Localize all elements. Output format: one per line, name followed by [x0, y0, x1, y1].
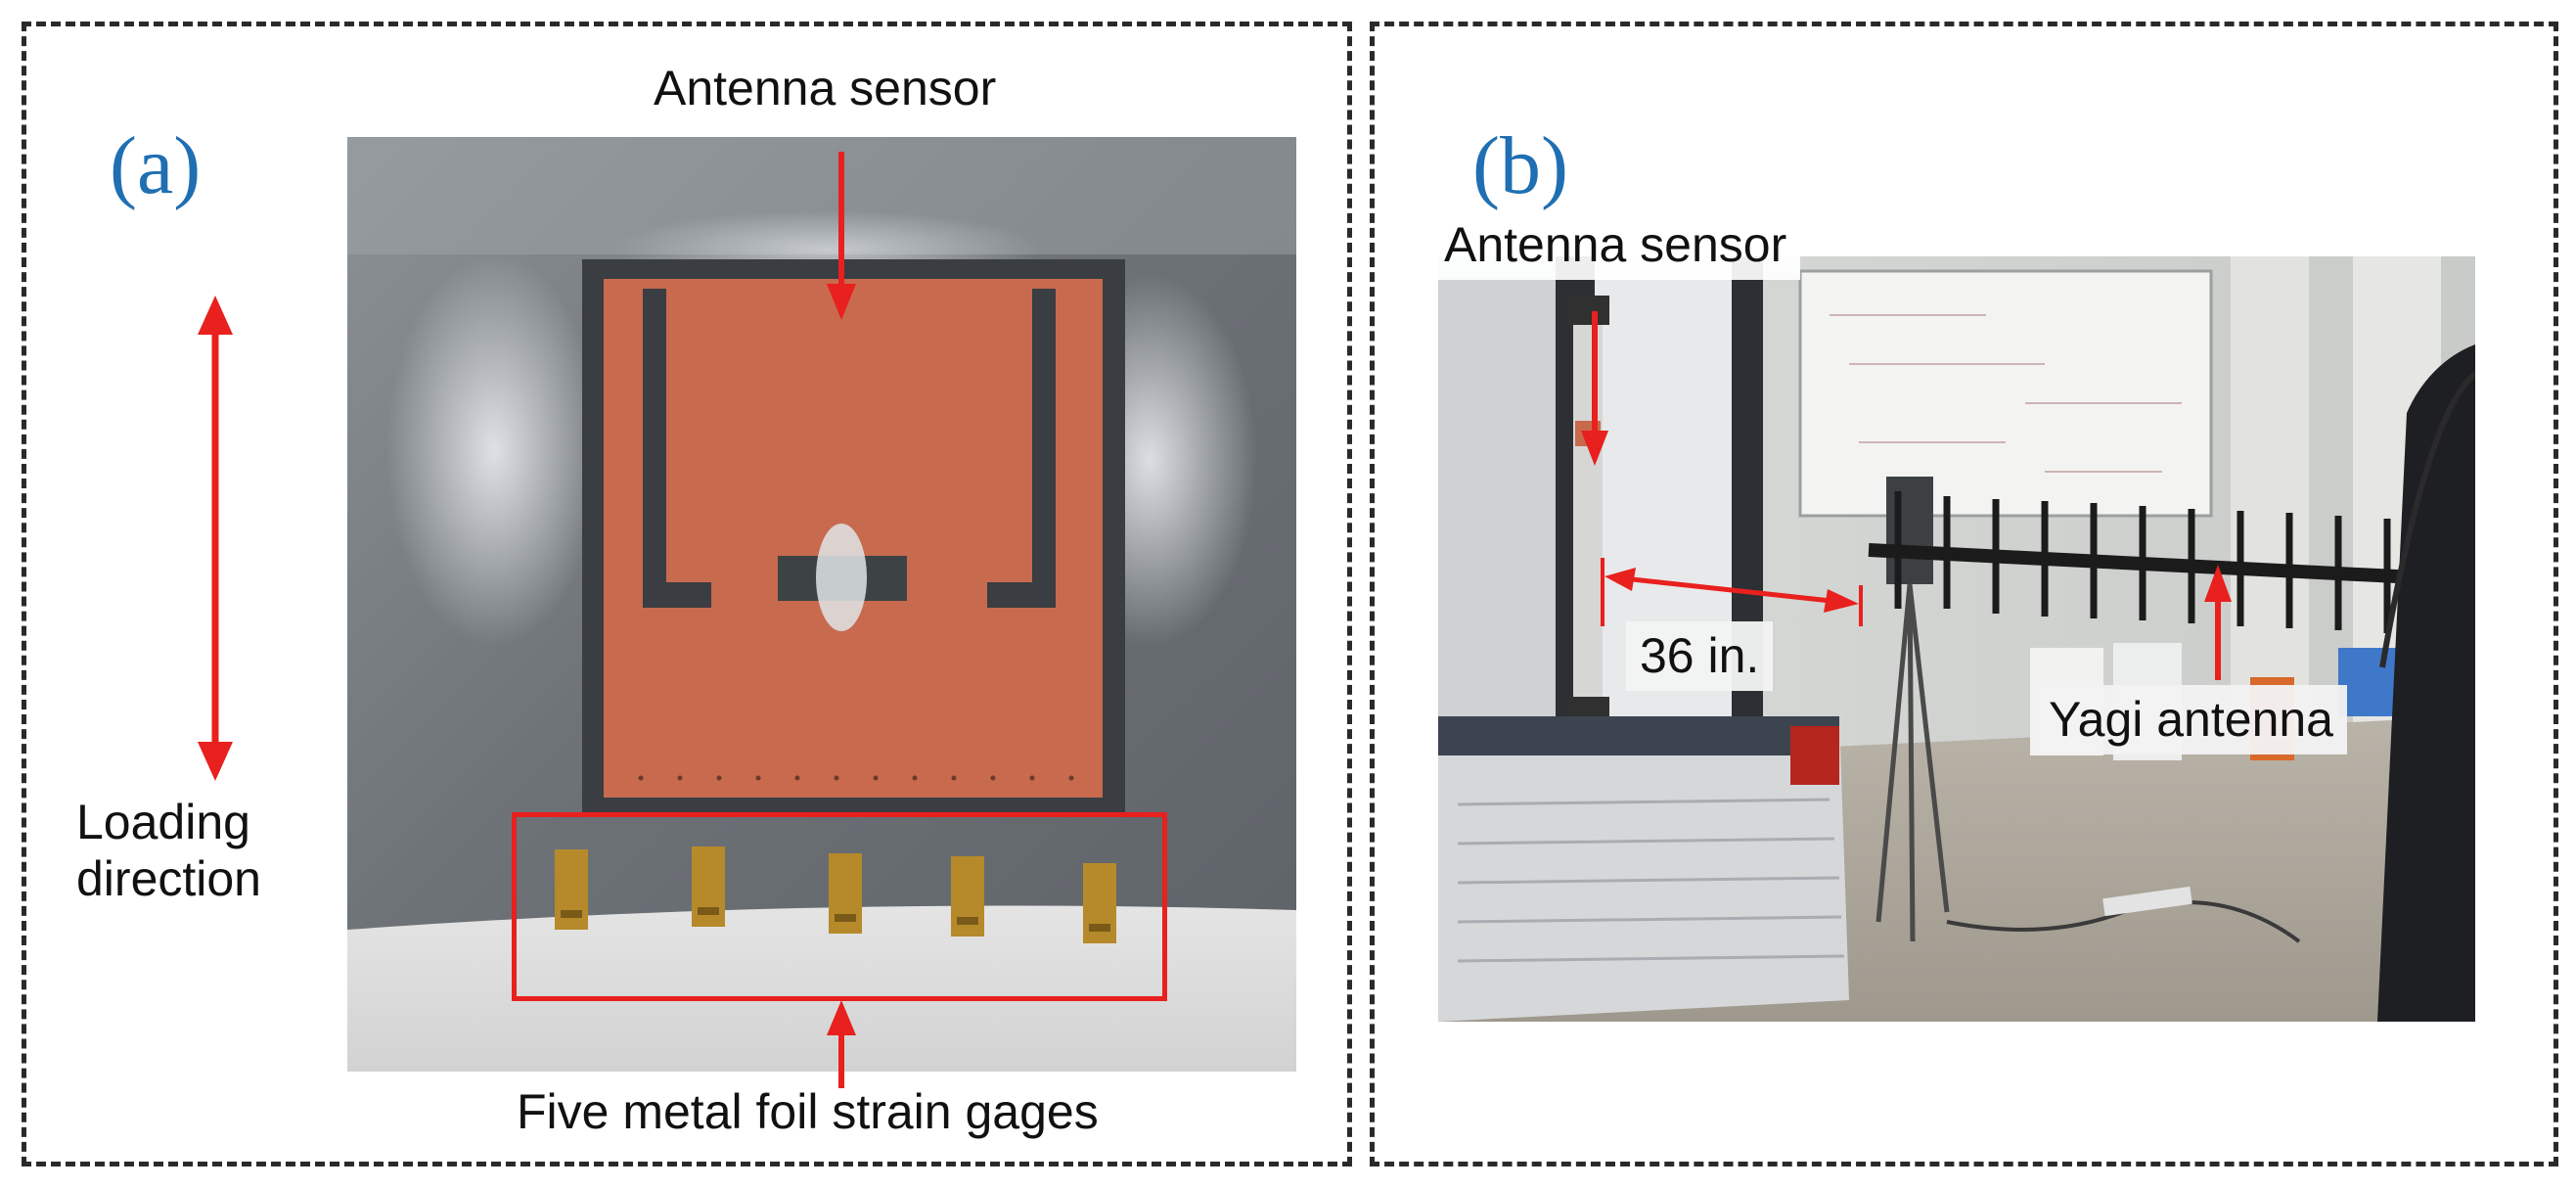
distance-arrow — [1601, 558, 1863, 626]
antenna-sensor-arrow-a — [827, 152, 856, 320]
yagi-antenna-arrow — [2204, 565, 2232, 680]
loading-direction-line2: direction — [76, 850, 261, 906]
strain-gages-arrow — [827, 1000, 856, 1088]
panel-a — [22, 22, 1352, 1166]
strain-gages-box — [512, 812, 1167, 1001]
antenna-sensor-label-b: Antenna sensor — [1430, 210, 1801, 280]
specimen-photo — [347, 137, 1296, 1072]
loading-direction-arrow — [198, 296, 233, 781]
loading-direction-label: Loading direction — [76, 795, 261, 907]
lab-setup-photo — [1438, 256, 2475, 1022]
antenna-sensor-arrow-b — [1581, 311, 1608, 466]
panel-b — [1370, 22, 2558, 1166]
yagi-antenna-label: Yagi antenna — [2035, 685, 2347, 755]
panel-b-letter: (b) — [1472, 120, 1568, 211]
panel-a-letter: (a) — [110, 120, 202, 211]
distance-label: 36 in. — [1626, 621, 1774, 691]
strain-gages-label: Five metal foil strain gages — [517, 1084, 1099, 1139]
antenna-sensor-label-a: Antenna sensor — [654, 61, 997, 115]
loading-direction-line1: Loading — [76, 795, 250, 849]
